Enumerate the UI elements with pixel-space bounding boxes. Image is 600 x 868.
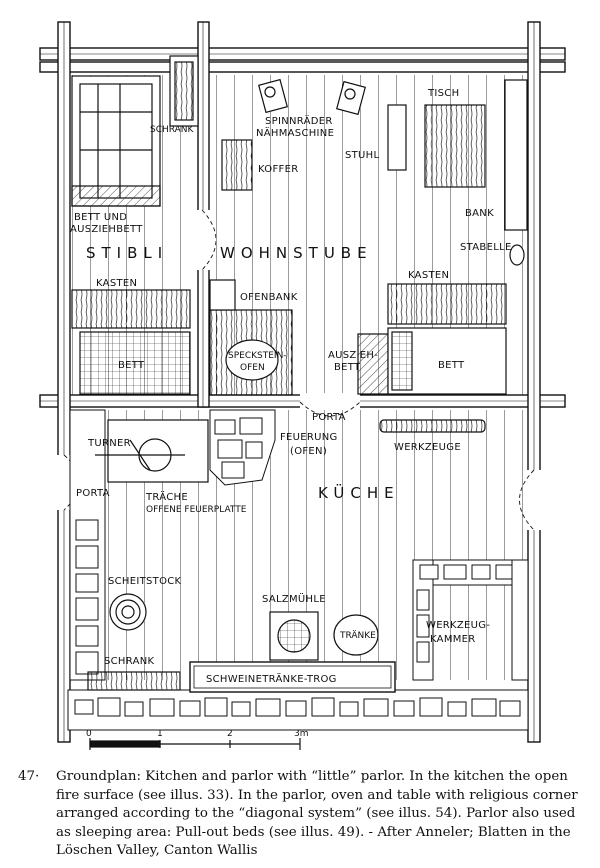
label-bett-pullout: BETT [334,362,361,373]
label-stuhl: STUHL [345,150,379,161]
scale-tick-2: 2 [227,729,233,739]
koffer [221,139,253,191]
label-spinnraeder: SPINNRÄDER [265,114,333,127]
label-bett-right: BETT [438,360,465,371]
scale-ticks: 0 1 2 3m [86,729,309,739]
label-ofen-paren: (OFEN) [290,446,327,457]
bank [504,79,528,231]
traenke-tub [333,614,379,656]
label-werkzeug: WERKZEUG- [426,620,490,631]
spinning-wheels [258,78,366,116]
stabelle [509,244,525,266]
salzmuehle [269,611,319,661]
label-kammer: KAMMER [430,634,476,645]
label-werkzeuge: WERKZEUGE [394,442,461,453]
figure-caption: 47· Groundplan: Kitchen and parlor with … [18,768,588,861]
label-feuerung: FEUERUNG [280,432,338,443]
tisch [424,104,486,188]
kasten-right [387,283,507,325]
label-kasten-right: KASTEN [408,270,449,281]
speckstein-ofen [209,309,293,396]
label-schweinetraenke-trog: SCHWEINETRÄNKE-TROG [206,672,337,685]
kasten-left [71,289,191,329]
label-scheitstock: SCHEITSTOCK [108,576,182,587]
ofenbank [209,279,236,311]
door-openings [56,210,542,530]
schrank-top [169,55,199,127]
oven-masonry [209,409,276,486]
bett-left [79,331,191,395]
scale-tick-0: 0 [86,729,92,739]
figure-caption-text: Groundplan: Kitchen and parlor with “lit… [56,769,578,858]
label-schrank-bottom: SCHRANK [104,656,155,667]
bett-right [387,327,507,395]
label-bett-und: BETT UND [74,212,127,223]
label-ofenbank: OFENBANK [240,292,298,303]
figure-number: 47· [18,769,40,784]
label-kueche: KÜCHE [318,483,400,502]
label-schrank-top: SCHRANK [150,125,195,135]
traeche-hearth [95,419,209,483]
label-turner: TURNER [87,438,131,449]
scale-tick-3: 3m [294,729,309,739]
label-tisch: TISCH [427,88,459,99]
label-kasten-left: KASTEN [96,278,137,289]
scale-tick-1: 1 [157,729,163,739]
label-traenke: TRÄNKE [339,630,376,641]
label-bank: BANK [465,208,494,219]
scheitstock [109,593,147,631]
groundplan-drawing: SCHRANK SPINNRÄDER NÄHMASCHINE TISCH STU… [39,21,566,750]
label-stibli: STIBLI [86,244,168,262]
label-koffer: KOFFER [258,164,298,175]
schweinetraenke-trog [189,661,396,693]
label-offene-feuerplatte: OFFENE FEUERPLATTE [146,505,247,515]
stibli-bed [71,75,161,207]
label-bett-left: BETT [118,360,145,371]
label-stabelle: STABELLE [460,242,512,253]
label-porta-left: PORTA [76,488,110,499]
label-ofen: OFEN [240,363,265,373]
ausziehbett-pullout [357,333,389,395]
room-labels: SCHRANK SPINNRÄDER NÄHMASCHINE TISCH STU… [70,88,512,685]
scale-bar [89,738,301,750]
schrank-bottom [87,671,181,691]
label-wohnstube: WOHNSTUBE [220,244,373,262]
label-traeche: TRÄCHE [145,490,188,503]
label-auszieh: AUSZIEH- [328,350,378,361]
label-salzmuehle: SALZMÜHLE [262,592,326,605]
label-porta-center: PORTA [312,412,346,423]
werkzeuge [379,419,486,433]
label-naehmaschine: NÄHMASCHINE [256,126,334,139]
label-speckstein: SPECKSTEIN- [228,351,287,361]
door-swings [63,209,535,531]
stuhl [387,104,407,171]
label-ausziehbett: AUSZIEHBETT [70,224,143,235]
